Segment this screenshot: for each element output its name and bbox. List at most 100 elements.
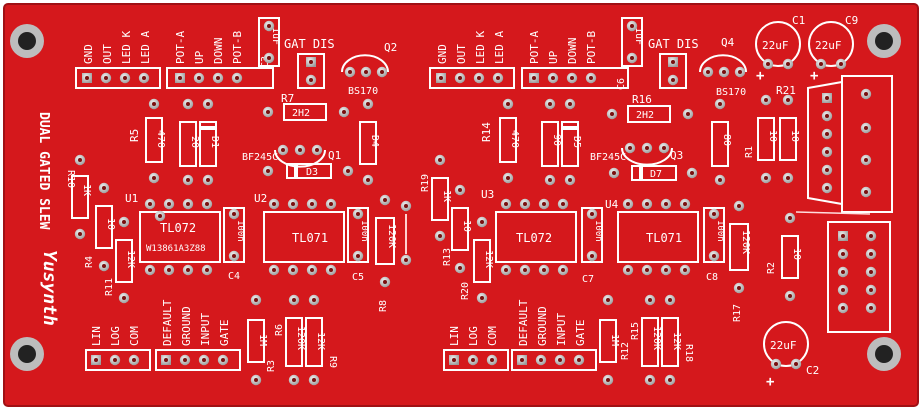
silkscreen-label: R19: [420, 174, 431, 192]
silkscreen-label: LED A: [493, 31, 506, 64]
ribbon-header: [827, 221, 891, 333]
silkscreen-label: OUT: [101, 44, 114, 64]
u2-part: TL071: [292, 231, 328, 245]
header-in-right: DEFAULT GROUND INPUT GATE: [511, 299, 597, 371]
silkscreen-label: 100n: [359, 220, 369, 242]
silkscreen-label: C4: [228, 271, 240, 282]
silkscreen-label: DOWN: [566, 38, 579, 65]
u3-part: TL072: [516, 231, 552, 245]
silkscreen-label: LOG: [467, 326, 480, 346]
silkscreen-label: 22uF: [770, 339, 797, 352]
silkscreen-label: 12K: [483, 250, 494, 268]
silkscreen-label: GND: [436, 44, 449, 64]
silkscreen-label: 100n: [593, 220, 603, 242]
brand-logo: Yusynth: [39, 250, 60, 326]
mounting-hole: [867, 24, 901, 58]
silkscreen-label: GATE: [218, 320, 231, 347]
silkscreen-label: DEFAULT: [161, 299, 174, 346]
silkscreen-label: 120K: [386, 224, 397, 248]
silkscreen-label: 1K: [441, 190, 452, 202]
mounting-hole: [867, 337, 901, 371]
silkscreen-label: C8: [706, 272, 718, 283]
silkscreen-label: R6: [274, 324, 285, 336]
silkscreen-label: R11: [104, 278, 115, 296]
silkscreen-label: R12: [620, 342, 631, 360]
silkscreen-label: +: [810, 68, 818, 84]
silkscreen-label: Q2: [384, 41, 397, 54]
silkscreen-label: C3: [260, 56, 271, 68]
silkscreen-label: R20: [460, 282, 471, 300]
silkscreen-label: BS170: [716, 87, 746, 98]
silkscreen-label: INPUT: [199, 313, 212, 346]
silkscreen-label: U4: [605, 198, 619, 211]
silkscreen-label: LIN: [448, 326, 461, 346]
silkscreen-label: C2: [806, 364, 819, 377]
silkscreen-label: +: [766, 374, 774, 390]
silkscreen-label: C5: [352, 272, 364, 283]
silkscreen-label: 100n: [235, 220, 245, 242]
silkscreen-label: D3: [306, 167, 318, 178]
silkscreen-label: Q4: [721, 36, 735, 49]
silkscreen-label: R13: [442, 248, 453, 266]
silkscreen-label: LED K: [474, 31, 487, 64]
silkscreen-label: POT-A: [528, 31, 541, 64]
silkscreen-label: C7: [582, 274, 594, 285]
silkscreen-label: R8: [378, 300, 389, 312]
silkscreen-label: GATE: [574, 320, 587, 347]
silkscreen-label: 120K: [740, 230, 751, 254]
silkscreen-label: POT-A: [174, 31, 187, 64]
silkscreen-label: 120K: [295, 326, 306, 350]
silkscreen-label: LED A: [139, 31, 152, 64]
silkscreen-label: 10: [789, 130, 800, 142]
silkscreen-label: 10: [105, 218, 116, 230]
silkscreen-label: R15: [630, 322, 641, 340]
silkscreen-label: 80: [721, 134, 732, 146]
silkscreen-label: 1K: [81, 184, 92, 196]
silkscreen-label: 22uF: [815, 39, 842, 52]
silkscreen-label: 12K: [671, 332, 682, 350]
silkscreen-label: D1: [209, 136, 220, 148]
gat-dis-label-right: GAT DIS: [648, 37, 699, 51]
silkscreen-label: 12K: [125, 250, 136, 268]
silkscreen-label: DOWN: [212, 38, 225, 65]
silkscreen-label: BF245C: [242, 152, 278, 163]
silkscreen-label: COM: [128, 326, 141, 346]
silkscreen-label: COM: [486, 326, 499, 346]
silkscreen-label: 470: [155, 130, 166, 148]
board-title: DUAL GATED SLEW: [36, 112, 51, 230]
silkscreen-label: 22uF: [762, 39, 789, 52]
silkscreen-label: 90: [551, 134, 562, 146]
gat-dis-label-left: GAT DIS: [284, 37, 335, 51]
silkscreen-label: R5: [128, 129, 141, 142]
silkscreen-label: R1: [744, 146, 755, 158]
silkscreen-label: 10: [767, 130, 778, 142]
silkscreen-label: POT-B: [231, 31, 244, 64]
silkscreen-label: OUT: [455, 44, 468, 64]
silkscreen-label: U3: [481, 188, 494, 201]
silkscreen-label: 2H2: [636, 110, 654, 121]
header-pot-right: POT-A UP DOWN POT-B: [521, 31, 629, 89]
silkscreen-label: GROUND: [536, 306, 549, 346]
silkscreen-label: 20: [189, 136, 200, 148]
silkscreen-label: R9: [327, 356, 338, 368]
silkscreen-label: C6: [616, 78, 627, 90]
silkscreen-label: Q1: [328, 149, 341, 162]
silkscreen-label: 2H2: [292, 108, 310, 119]
silkscreen-label: R17: [732, 304, 743, 322]
silkscreen-label: D5: [571, 136, 582, 148]
silkscreen-label: 120K: [651, 326, 662, 350]
pcb-substrate: [4, 4, 918, 406]
header-in-left: DEFAULT GROUND INPUT GATE: [155, 299, 241, 371]
silkscreen-label: +: [756, 68, 764, 84]
silkscreen-label: R7: [281, 92, 294, 105]
silkscreen-label: R3: [266, 360, 277, 372]
silkscreen-label: R10: [65, 170, 76, 188]
silkscreen-label: C1: [792, 14, 805, 27]
u1-part: TL072: [160, 221, 196, 235]
silkscreen-label: 12K: [315, 332, 326, 350]
u1-code: W13861A3Z88: [146, 244, 206, 254]
silkscreen-label: DEFAULT: [517, 299, 530, 346]
silkscreen-label: POT-B: [585, 31, 598, 64]
silkscreen-label: R16: [632, 93, 652, 106]
silkscreen-label: U2: [254, 192, 267, 205]
